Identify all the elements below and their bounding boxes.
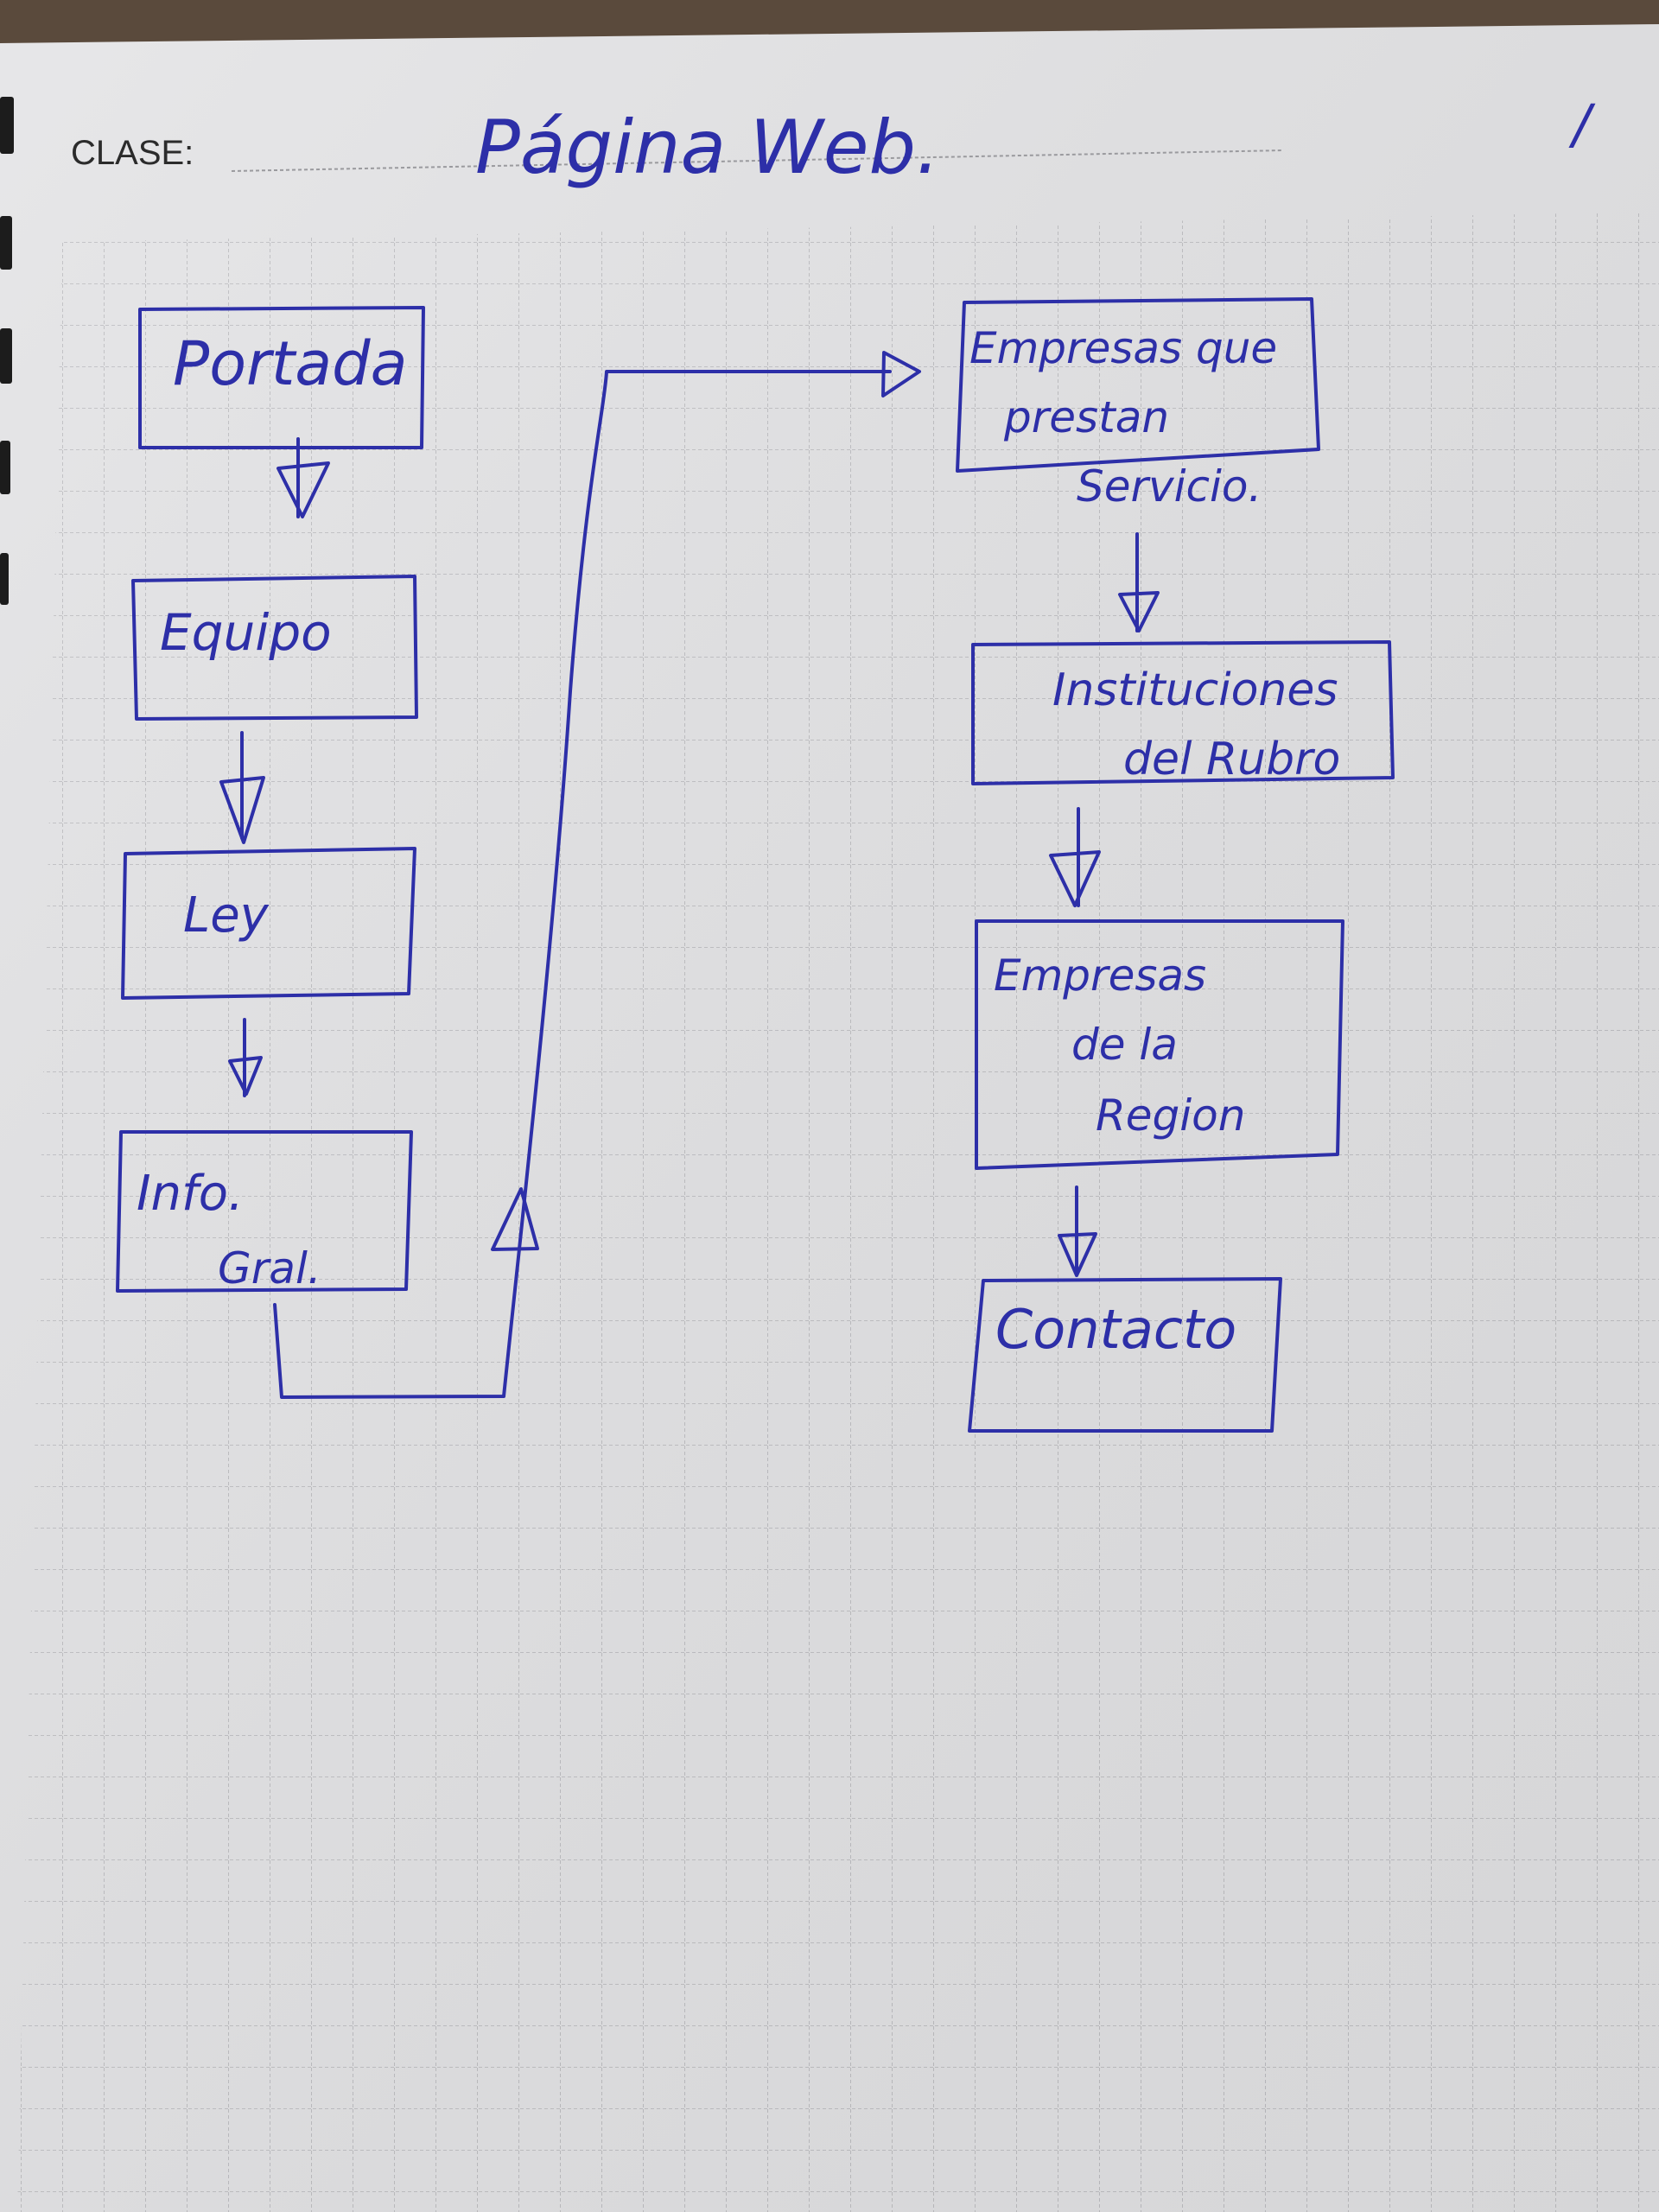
portada-label: Portada (173, 328, 408, 399)
arrow-instituciones-region (1049, 807, 1101, 907)
empresas-servicio-label-line1: Empresas que (969, 323, 1277, 373)
left-column (116, 306, 921, 1399)
empresas-region-box (975, 919, 1344, 1170)
page-title: Página Web. (475, 105, 939, 191)
ley-label: Ley (183, 887, 270, 944)
arrow-region-contacto (1058, 1185, 1097, 1277)
contacto-box (968, 1277, 1282, 1433)
labels: Portada Equipo Ley Info. Gral. Empresas … (137, 323, 1340, 1361)
info-label-line2: Gral. (218, 1243, 321, 1294)
instituciones-label-line2: del Rubro (1123, 734, 1340, 785)
empresas-servicio-box (956, 297, 1320, 473)
arrow-equipo-ley (219, 731, 265, 844)
contacto-label: Contacto (995, 1298, 1236, 1361)
portada-box (138, 306, 425, 449)
binding-holes (0, 97, 14, 605)
empresas-servicio-label-line3: Servicio. (1077, 461, 1262, 512)
arrow-servicio-instituciones (1118, 532, 1160, 632)
arrow-portada-equipo (276, 437, 330, 518)
empresas-servicio-label-line2: prestan (1003, 392, 1169, 442)
connector-arrowhead-up (491, 1187, 539, 1251)
connector-arrowhead-right (881, 351, 921, 397)
info-box (116, 1130, 413, 1293)
info-label-line1: Info. (137, 1166, 244, 1222)
equipo-box (131, 575, 418, 721)
arrow-ley-info (228, 1018, 263, 1097)
instituciones-box (971, 640, 1395, 785)
right-column (956, 297, 1395, 1433)
ley-box (121, 847, 416, 1000)
clase-label: CLASE: (71, 134, 194, 172)
empresas-region-label-line1: Empresas (994, 950, 1206, 1001)
equipo-label: Equipo (160, 603, 332, 662)
empresas-region-label-line2: de la (1071, 1020, 1178, 1070)
connector-info-to-empresas (273, 370, 892, 1399)
empresas-region-label-line3: Region (1096, 1090, 1245, 1141)
instituciones-label-line1: Instituciones (1052, 664, 1338, 716)
